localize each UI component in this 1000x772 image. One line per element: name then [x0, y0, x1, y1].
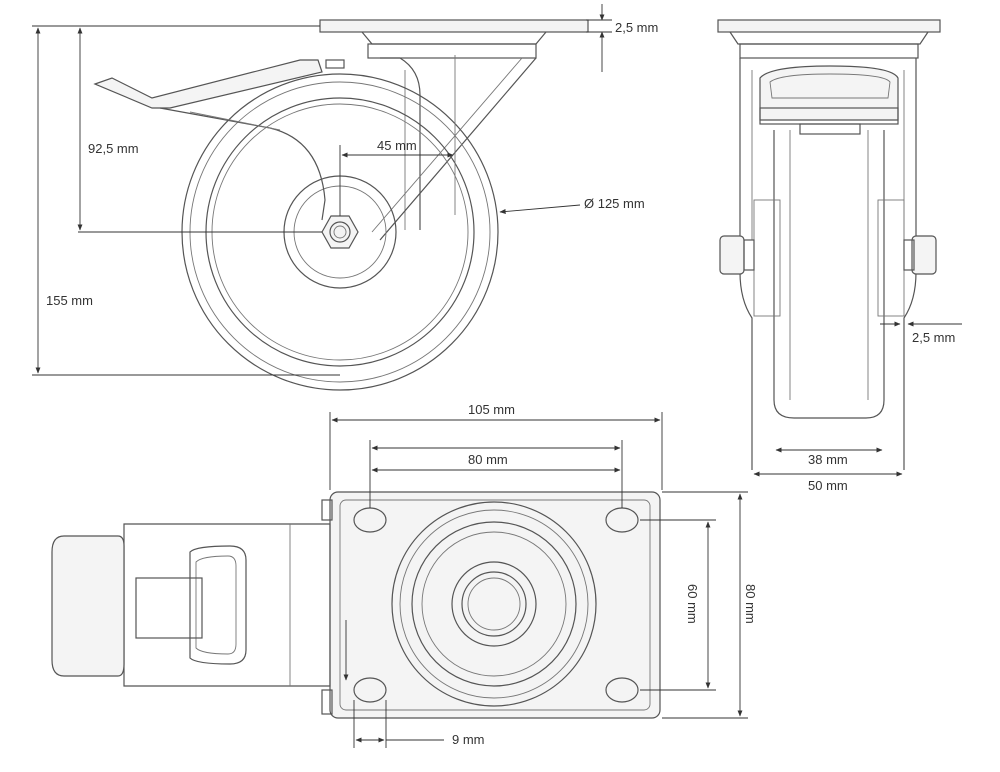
side-axle-nut [321, 215, 359, 249]
top-plate [329, 491, 661, 719]
front-view: 2,5 mm 38 mm 50 mm [717, 19, 962, 493]
label-axle-height: 92,5 mm [88, 141, 139, 156]
label-total-height: 155 mm [46, 293, 93, 308]
front-nut-right [911, 235, 937, 275]
label-hole-spacing-width: 60 mm [685, 584, 700, 624]
label-plate-width: 80 mm [743, 584, 758, 624]
label-wheel-width: 38 mm [808, 452, 848, 467]
brake-pedal [51, 535, 125, 677]
front-wheel [773, 130, 885, 419]
label-side-gap: 2,5 mm [912, 330, 955, 345]
front-nut-left [719, 235, 745, 275]
label-hole-spacing-length: 80 mm [468, 452, 508, 467]
top-brake-lever [123, 523, 331, 687]
brake-lever [93, 59, 323, 109]
label-hole-diameter: 9 mm [452, 732, 485, 747]
mounting-hole [353, 677, 387, 703]
swivel-ring [391, 501, 597, 707]
label-wheel-diameter: Ø 125 mm [584, 196, 645, 211]
side-top-plate [319, 19, 589, 33]
label-plate-length: 105 mm [468, 402, 515, 417]
side-view: 2,5 mm 155 mm 92,5 mm 45 mm Ø 125 mm [32, 4, 658, 391]
mounting-hole [605, 677, 639, 703]
label-offset: 45 mm [377, 138, 417, 153]
front-brake-housing [759, 65, 899, 121]
label-fork-width: 50 mm [808, 478, 848, 493]
top-view: 105 mm 80 mm 60 mm 80 mm 9 mm [51, 402, 758, 748]
label-plate-thickness: 2,5 mm [615, 20, 658, 35]
front-top-plate [717, 19, 941, 33]
